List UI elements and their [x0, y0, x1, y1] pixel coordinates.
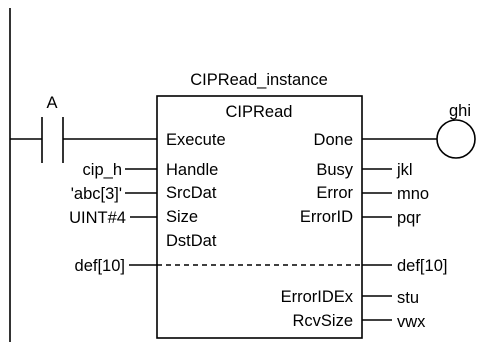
- var-dstdat-out[interactable]: def[10]: [397, 257, 447, 275]
- var-errorid[interactable]: pqr: [397, 209, 421, 227]
- contact-a[interactable]: [41, 117, 64, 163]
- pin-rcvsize: RcvSize: [292, 312, 353, 330]
- pin-done: Done: [314, 131, 353, 149]
- pin-errorid: ErrorID: [300, 208, 353, 226]
- var-dstdat-in[interactable]: def[10]: [75, 257, 125, 275]
- var-rcvsize[interactable]: vwx: [397, 313, 426, 331]
- contact-label: A: [46, 94, 57, 112]
- var-error[interactable]: mno: [397, 185, 429, 203]
- var-erroridex[interactable]: stu: [397, 289, 419, 307]
- coil-label: ghi: [449, 102, 471, 120]
- function-block-name: CIPRead: [226, 103, 293, 121]
- coil-ghi[interactable]: [436, 119, 476, 159]
- var-busy[interactable]: jkl: [396, 161, 413, 179]
- pin-srcdat: SrcDat: [166, 184, 217, 202]
- var-srcdat[interactable]: 'abc[3]': [71, 185, 122, 203]
- pin-execute: Execute: [166, 131, 226, 149]
- var-handle[interactable]: cip_h: [83, 161, 122, 179]
- pin-erroridex: ErrorIDEx: [281, 288, 354, 306]
- pin-dstdat: DstDat: [166, 232, 217, 250]
- instance-name: CIPRead_instance: [190, 71, 328, 89]
- pin-size: Size: [166, 208, 198, 226]
- pin-busy: Busy: [316, 161, 353, 179]
- pin-handle: Handle: [166, 161, 218, 179]
- pin-error: Error: [316, 184, 353, 202]
- var-size[interactable]: UINT#4: [69, 209, 126, 227]
